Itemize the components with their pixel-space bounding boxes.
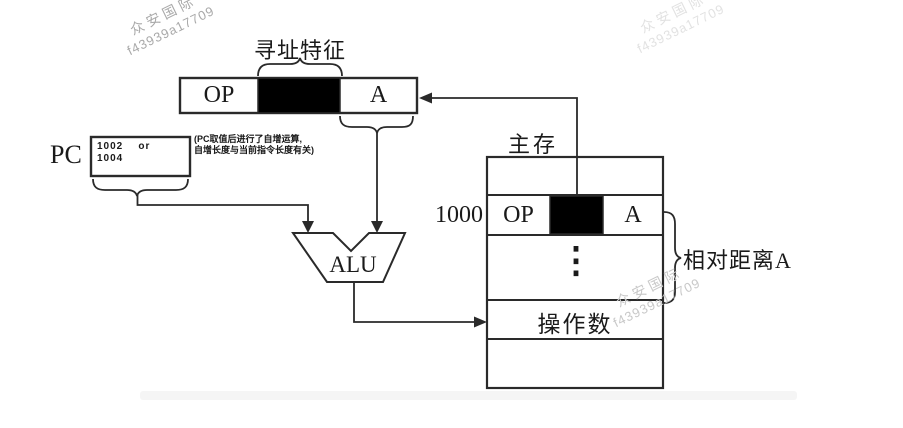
pc-label: PC xyxy=(50,140,82,169)
pc-box xyxy=(89,135,192,178)
arrowhead-into-alu-left xyxy=(302,221,314,233)
memory-address-field-label: A xyxy=(624,202,642,228)
pc-to-alu-line xyxy=(136,194,309,222)
pc-note-line2: 自增长度与当前指令长度有关) xyxy=(194,145,314,155)
memory-to-register-line xyxy=(424,97,578,196)
alu-to-operand-line xyxy=(353,282,476,323)
memory-op-field-label: OP xyxy=(503,202,534,228)
register-address-field-label: A xyxy=(369,82,388,108)
alu-shape xyxy=(291,232,407,283)
brace-under-a-field xyxy=(339,115,414,134)
brace-addressing-feature xyxy=(257,57,343,77)
pc-value-line1: 1002 or xyxy=(97,141,151,152)
memory-address-1000: 1000 xyxy=(435,202,483,228)
arrowhead-into-alu-right xyxy=(371,221,383,233)
scan-artifact-band xyxy=(140,391,797,400)
alu-label: ALU xyxy=(329,252,377,277)
arrowhead-into-register xyxy=(419,92,432,104)
register-mode-field-black xyxy=(257,77,341,114)
brace-under-pc xyxy=(92,178,189,197)
pc-note-line1: (PC取值后进行了自增运算, xyxy=(194,134,303,144)
pc-value-line2: 1004 xyxy=(97,152,124,164)
arrowhead-into-operand xyxy=(474,316,487,328)
addressing-feature-label: 寻址特征 xyxy=(253,38,346,63)
memory-mode-field-black xyxy=(549,195,604,235)
register-op-field-label: OP xyxy=(203,82,235,108)
memory-ellipsis: ⋮ xyxy=(558,240,594,280)
main-memory-title: 主存 xyxy=(507,132,558,157)
brace-relative-distance xyxy=(663,211,682,304)
operand-cell-label: 操作数 xyxy=(537,312,613,337)
relative-distance-label: 相对距离A xyxy=(683,248,792,273)
pc-increment-note: (PC取值后进行了自增运算,自增长度与当前指令长度有关) xyxy=(194,134,350,156)
